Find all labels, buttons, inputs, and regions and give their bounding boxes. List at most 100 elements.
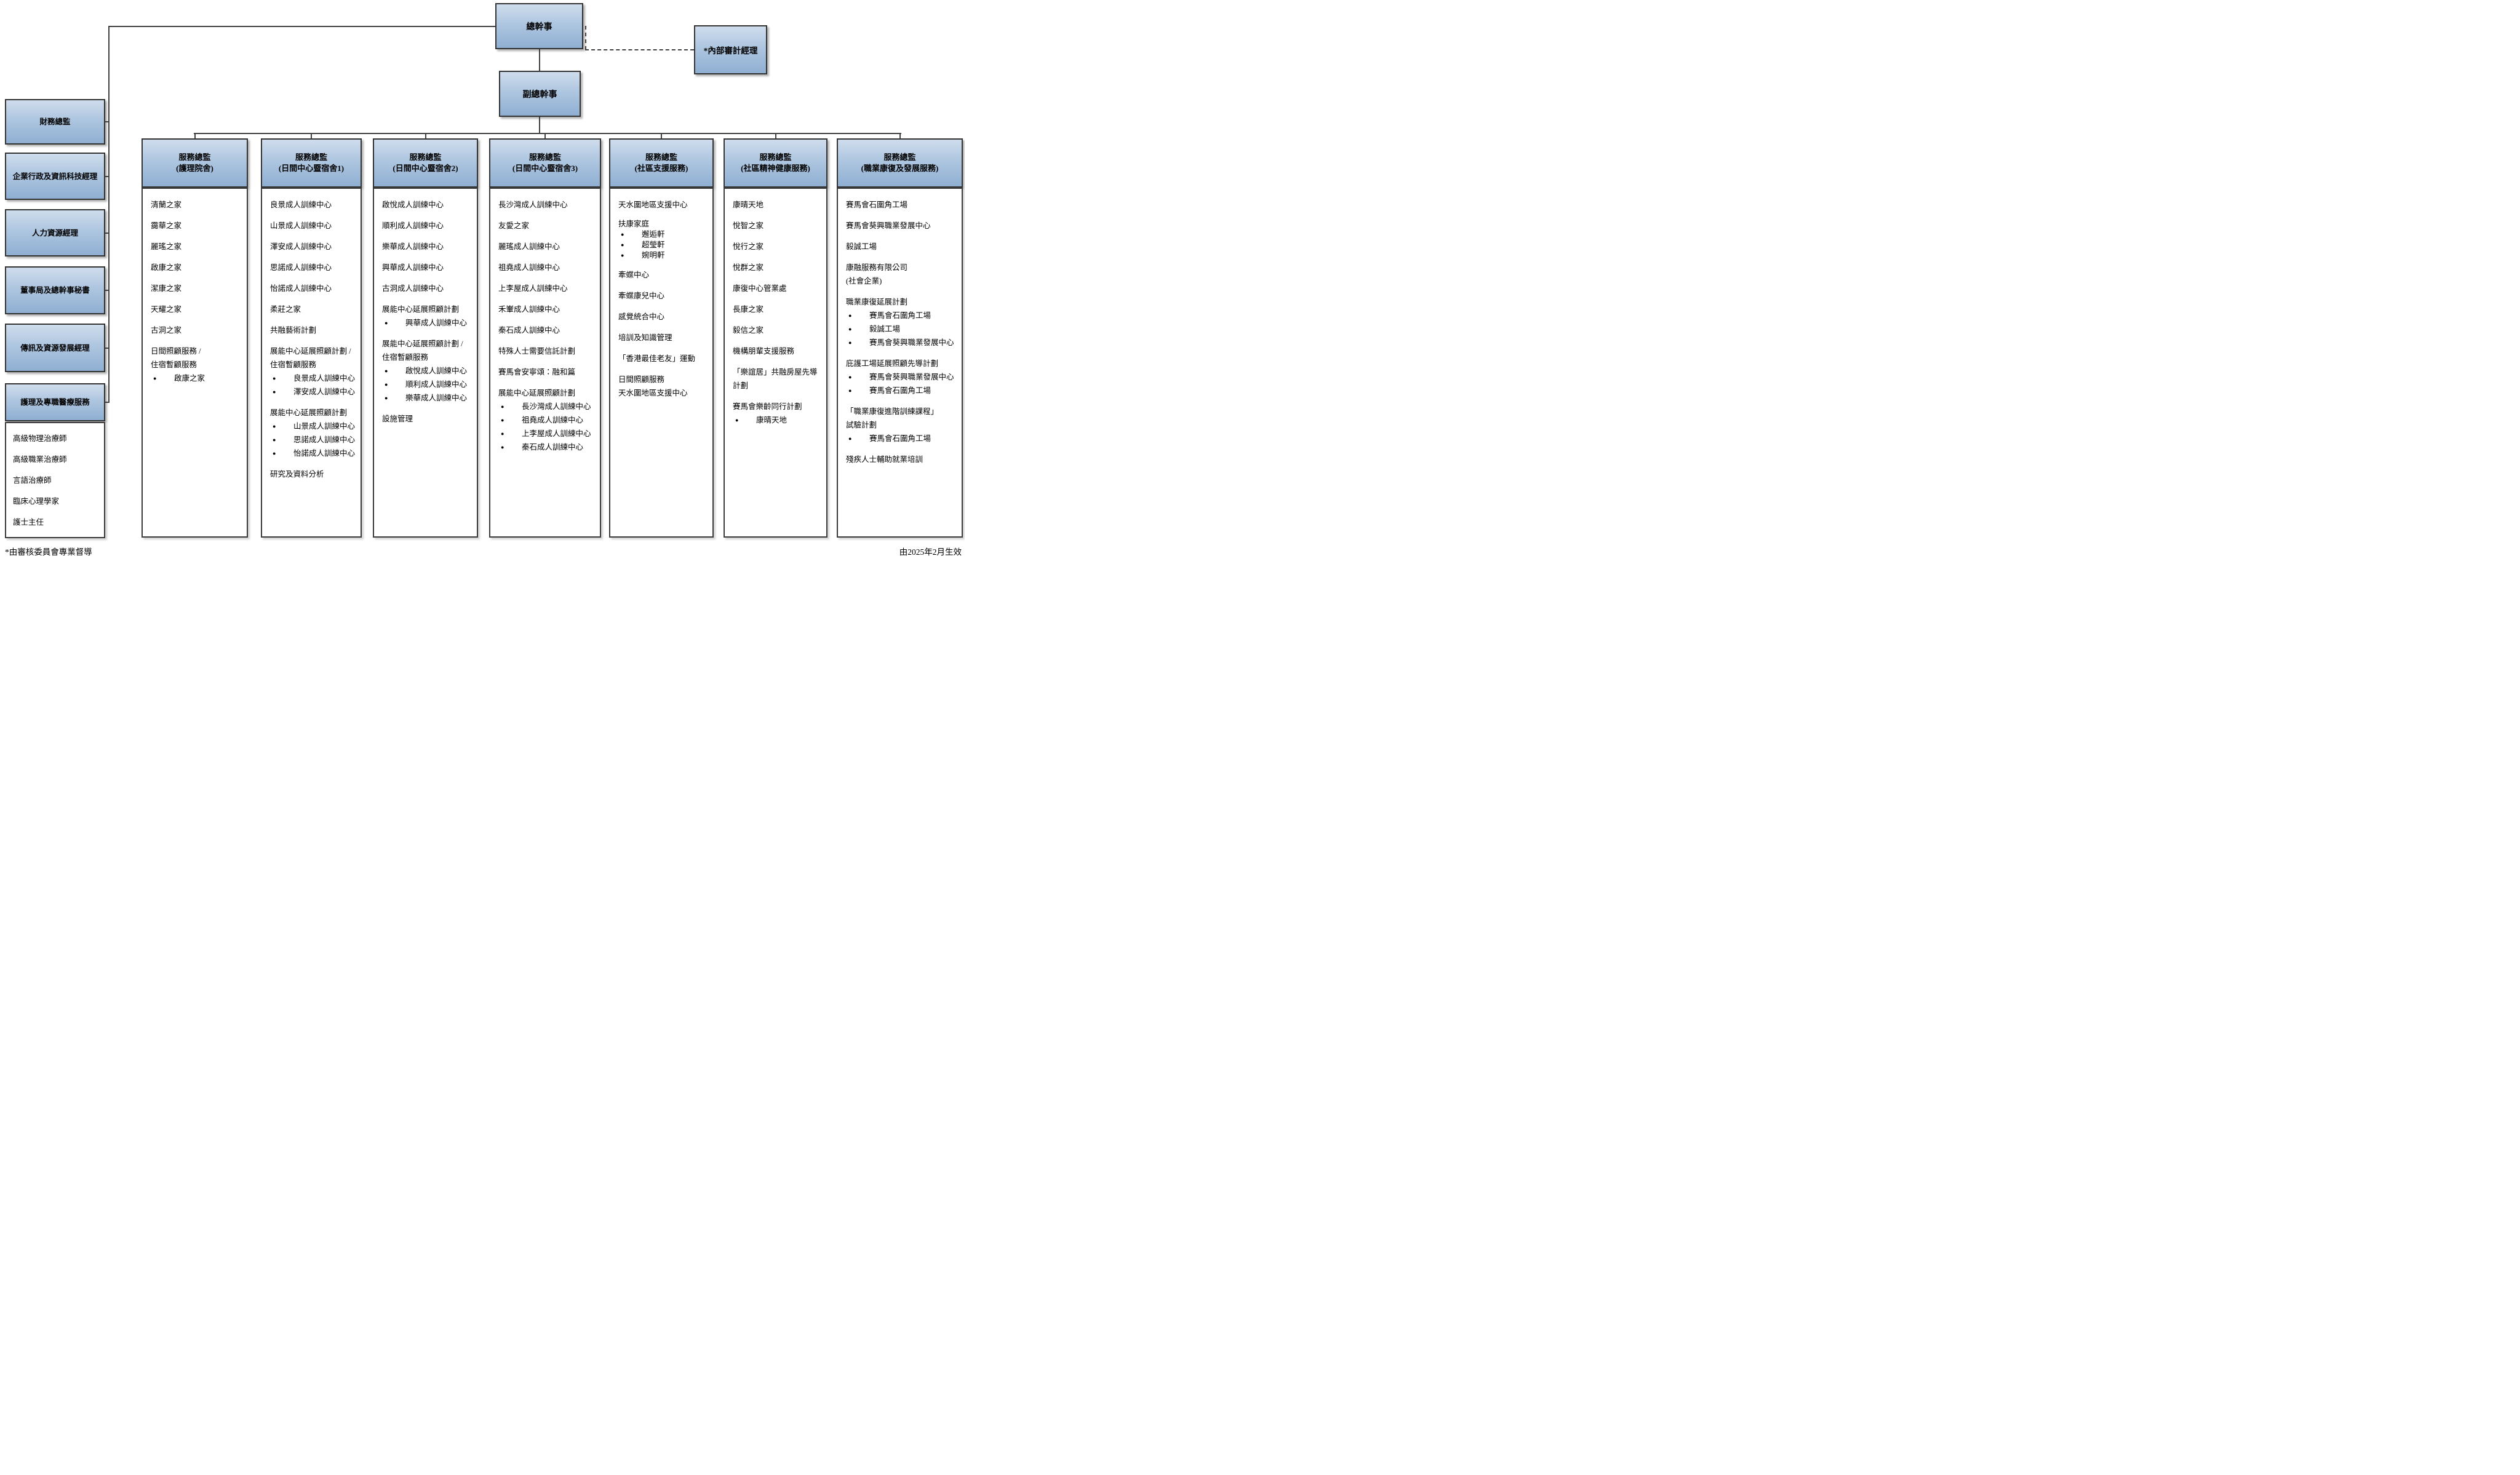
column-2-group-6: 展能中心延展照顧計劃 /住宿暫顧服務●啟悅成人訓練中心●順利成人訓練中心●樂華成… [382,337,472,405]
column-4-group-5: 培訓及知識管理 [618,331,708,344]
column-2-group-2-line-0: 樂華成人訓練中心 [382,242,444,251]
column-2-group-5-line-0: 展能中心延展照顧計劃 [382,305,460,314]
column-3-group-2-line-0: 麗瑤成人訓練中心 [498,242,560,251]
column-3-group-0: 長沙灣成人訓練中心 [498,198,595,212]
column-5-group-8: 「樂誼居」共融房屋先導計劃 [733,365,821,392]
column-4-group-1-bullet-1-label: 超瑩軒 [642,241,665,249]
bullet-icon: ● [501,444,504,450]
column-6-group-6-line-1: 試驗計劃 [846,421,877,429]
column-header-0: 服務總監(護理院舍) [142,138,248,188]
bullet-icon: ● [735,417,739,423]
box-manager-1: 企業行政及資訊科技經理 [5,153,105,200]
column-header-subtitle-5: (社區精神健康服務) [741,164,810,173]
column-0-group-7-line-0: 日間照顧服務 / [151,347,201,356]
column-1-group-7-bullet-1: ● 澤安成人訓練中心 [270,385,356,399]
column-5-group-6-line-0: 毅信之家 [733,326,764,335]
bullet-icon: ● [385,320,388,326]
column-3-group-4-line-0: 上李屋成人訓練中心 [498,284,568,293]
bullet-icon: ● [621,242,624,248]
column-2-group-4: 古洞成人訓練中心 [382,282,472,295]
column-2-group-0: 啟悅成人訓練中心 [382,198,472,212]
column-header-subtitle-0: (護理院舍) [176,164,213,173]
column-5-group-3-line-0: 悅群之家 [733,263,764,272]
column-3-group-7-line-0: 特殊人士需要信託計劃 [498,347,576,356]
column-6-group-2: 毅誠工場 [846,240,957,253]
column-6-group-1-line-0: 賽馬會葵興職業發展中心 [846,221,931,230]
column-0-group-2-line-0: 麗瑤之家 [151,242,182,251]
bullet-icon: ● [273,389,276,395]
column-5-group-9-line-0: 賽馬會樂齡同行計劃 [733,402,802,411]
column-4-group-4: 感覺統合中心 [618,310,708,324]
column-2-group-7-line-0: 設施管理 [382,415,413,423]
column-6-group-4-line-0: 職業康復延展計劃 [846,298,908,306]
column-4-group-3: 牽蝶康兒中心 [618,289,708,303]
column-1-group-3: 思諾成人訓練中心 [270,261,356,274]
column-0-group-6-line-0: 古洞之家 [151,326,182,335]
column-3-group-5-line-0: 禾輋成人訓練中心 [498,305,560,314]
column-3-group-3-line-0: 祖堯成人訓練中心 [498,263,560,272]
box-internal-audit-manager: *內部審計經理 [694,25,767,74]
column-6-group-4-bullet-2-label: 賽馬會葵興職業發展中心 [869,338,954,347]
column-1-group-8-bullet-1: ● 思諾成人訓練中心 [270,433,356,447]
column-1-group-7-bullet-1-label: 澤安成人訓練中心 [293,388,356,396]
column-1-group-0-line-0: 良景成人訓練中心 [270,201,332,209]
column-3-group-8: 賽馬會安寧頌：融和篇 [498,365,595,379]
connector-manager-stub-0 [105,121,110,122]
column-2-group-6-bullet-1: ●順利成人訓練中心 [382,378,472,391]
column-1-group-6-line-0: 共融藝術計劃 [270,326,317,335]
column-5-group-4: 康復中心管業處 [733,282,821,295]
column-3-group-8-line-0: 賽馬會安寧頌：融和篇 [498,368,576,376]
column-5-group-0-line-0: 康晴天地 [733,201,764,209]
allied-health-staff-item-1: 高級職業治療師 [13,455,67,464]
box-manager-0: 財務總監 [5,99,105,145]
column-6-group-4-bullet-0-label: 賽馬會石圍角工場 [869,311,931,320]
connector-bus-horizontal [194,133,901,134]
column-4-group-2-line-0: 牽蝶中心 [618,271,650,279]
column-1-group-7: 展能中心延展照顧計劃 /住宿暫顧服務●良景成人訓練中心●澤安成人訓練中心 [270,344,356,399]
bullet-icon: ● [621,252,624,258]
column-1-group-4: 怡諾成人訓練中心 [270,282,356,295]
column-header-subtitle-3: (日間中心暨宿舍3) [512,164,578,173]
column-5-group-3: 悅群之家 [733,261,821,274]
bullet-icon: ● [273,437,276,443]
column-3-group-9: 展能中心延展照顧計劃●長沙灣成人訓練中心●祖堯成人訓練中心●上李屋成人訓練中心●… [498,386,595,454]
column-6-group-4-bullet-0: ●賽馬會石圍角工場 [846,309,957,322]
column-4-group-1-bullet-1: ● 超瑩軒 [618,240,708,250]
connector-column-stub-3 [544,133,546,140]
column-list-6: 賽馬會石圍角工場賽馬會葵興職業發展中心毅誠工場康融服務有限公司(社會企業)職業康… [837,188,963,538]
column-6-group-3: 康融服務有限公司(社會企業) [846,261,957,288]
column-6-group-0: 賽馬會石圍角工場 [846,198,957,212]
connector-manager-stub-2 [105,233,110,234]
column-2-group-3: 興華成人訓練中心 [382,261,472,274]
bullet-icon: ● [848,326,852,332]
column-4-group-2: 牽蝶中心 [618,268,708,282]
column-4-group-7: 日間照顧服務天水圍地區支援中心 [618,373,708,400]
column-5-group-9: 賽馬會樂齡同行計劃●康晴天地 [733,400,821,427]
column-0-group-5: 天耀之家 [151,303,242,316]
column-2-group-6-bullet-0: ●啟悅成人訓練中心 [382,364,472,378]
column-6-group-6: 「職業康復進階訓練課程」試驗計劃●賽馬會石圍角工場 [846,405,957,445]
column-3-group-2: 麗瑤成人訓練中心 [498,240,595,253]
column-1-group-5-line-0: 柔莊之家 [270,305,301,314]
column-0-group-4-line-0: 潔康之家 [151,284,182,293]
column-1-group-7-bullet-0-label: 良景成人訓練中心 [293,374,356,383]
column-4-group-1-bullet-2: ● 婉明軒 [618,250,708,261]
column-1-group-7-line-0: 展能中心延展照顧計劃 / [270,347,351,356]
column-6-group-5-bullet-1: ●賽馬會石圍角工場 [846,384,957,397]
column-5-group-2: 悅行之家 [733,240,821,253]
column-header-title-6: 服務總監 [883,153,916,162]
column-1-group-8-line-0: 展能中心延展照顧計劃 [270,408,348,417]
column-1-group-8-bullet-1-label: 思諾成人訓練中心 [293,435,356,444]
box-deputy-chief-executive: 副總幹事 [499,71,581,117]
column-2-group-2: 樂華成人訓練中心 [382,240,472,253]
column-list-3: 長沙灣成人訓練中心友愛之家麗瑤成人訓練中心祖堯成人訓練中心上李屋成人訓練中心禾輋… [489,188,601,538]
connector-left-vertical [108,26,110,403]
column-4-group-0: 天水圍地區支援中心 [618,198,708,212]
column-1-group-4-line-0: 怡諾成人訓練中心 [270,284,332,293]
allied-health-staff-box: 高級物理治療師高級職業治療師言語治療師臨床心理學家護士主任 [5,422,105,538]
connector-column-stub-0 [194,133,196,140]
column-5-group-8-line-0: 「樂誼居」共融房屋先導 [733,368,818,376]
column-4-group-1-bullet-2-label: 婉明軒 [642,251,665,260]
bullet-icon: ● [385,395,388,401]
column-3-group-9-bullet-1-label: 祖堯成人訓練中心 [522,416,584,424]
